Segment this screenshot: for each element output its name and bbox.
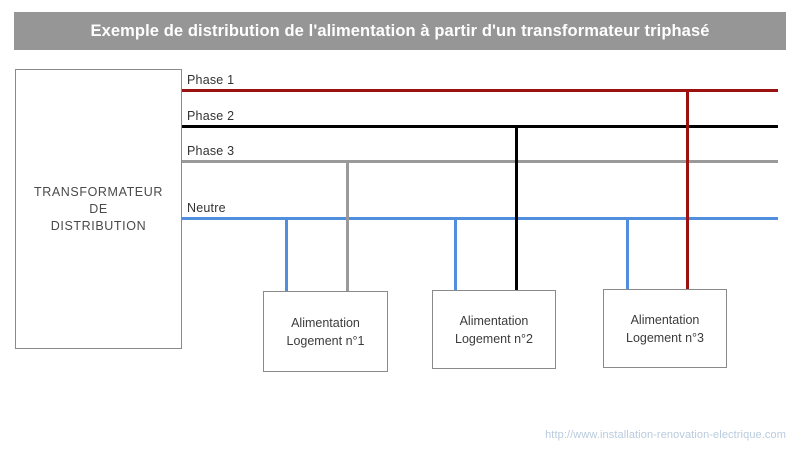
bus-label-phase-1: Phase 1 — [187, 73, 235, 87]
drop-line-neutre-to-load-2 — [454, 217, 457, 291]
drop-line-phase-1-to-load-3 — [686, 89, 689, 290]
drop-line-neutre-to-load-1 — [285, 217, 288, 292]
page-title: Exemple de distribution de l'alimentatio… — [90, 21, 710, 40]
load-box-logement-2: Alimentation Logement n°2 — [432, 290, 556, 369]
bus-line-neutre — [182, 217, 778, 220]
load-2-label-line-2: Logement n°2 — [455, 331, 533, 346]
load-box-logement-1: Alimentation Logement n°1 — [263, 291, 388, 372]
bus-line-phase-3 — [182, 160, 778, 163]
load-3-label-line-1: Alimentation — [630, 312, 700, 327]
load-2-label-line-1: Alimentation — [459, 313, 529, 328]
transformer-label-line-2: DE — [89, 201, 108, 216]
load-1-label-line-2: Logement n°1 — [286, 333, 365, 348]
title-bar: Exemple de distribution de l'alimentatio… — [14, 12, 786, 50]
transformer-box: TRANSFORMATEUR DE DISTRIBUTION — [15, 69, 182, 349]
bus-line-phase-1 — [182, 89, 778, 92]
load-box-logement-3: Alimentation Logement n°3 — [603, 289, 727, 368]
drop-line-phase-3-to-load-1 — [346, 160, 349, 292]
transformer-label-line-1: TRANSFORMATEUR — [34, 184, 163, 199]
drop-line-phase-2-to-load-2 — [515, 125, 518, 291]
source-url: http://www.installation-renovation-elect… — [545, 429, 786, 441]
bus-line-phase-2 — [182, 125, 778, 128]
drop-line-neutre-to-load-3 — [626, 217, 629, 290]
bus-label-phase-2: Phase 2 — [187, 109, 235, 123]
transformer-label-line-3: DISTRIBUTION — [50, 218, 147, 233]
bus-label-phase-3: Phase 3 — [187, 144, 235, 158]
bus-label-neutre: Neutre — [187, 201, 226, 215]
load-1-label-line-1: Alimentation — [291, 315, 360, 330]
load-3-label-line-2: Logement n°3 — [626, 330, 704, 345]
